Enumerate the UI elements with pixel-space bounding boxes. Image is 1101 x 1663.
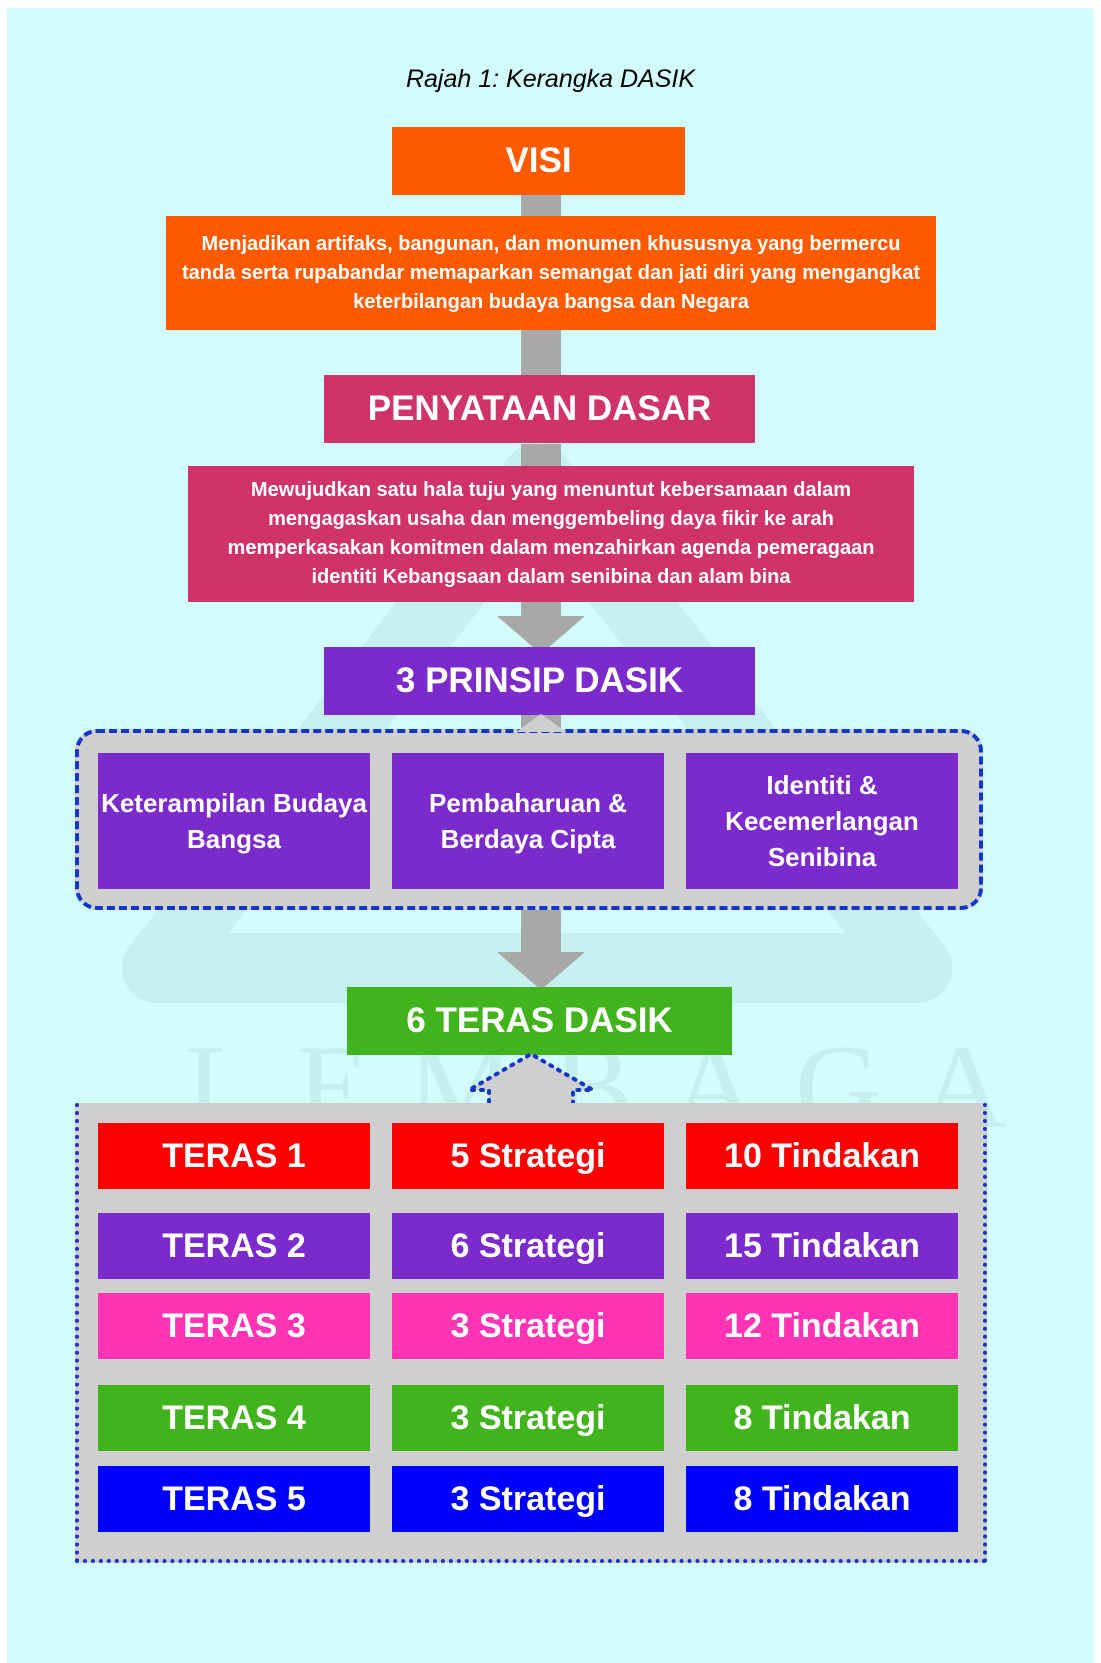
arrow-up-icon xyxy=(516,714,566,732)
visi-title: VISI xyxy=(392,127,685,195)
teras-label: TERAS 5 xyxy=(98,1466,370,1532)
penyataan-title: PENYATAAN DASAR xyxy=(324,375,755,443)
prinsip-item: Keterampilan Budaya Bangsa xyxy=(98,753,370,889)
teras-label: TERAS 4 xyxy=(98,1385,370,1451)
teras-strategi: 3 Strategi xyxy=(392,1293,664,1359)
teras-title: 6 TERAS DASIK xyxy=(347,987,732,1055)
connector-penyataan xyxy=(521,444,561,470)
teras-tindakan: 12 Tindakan xyxy=(686,1293,958,1359)
arrow-down-icon xyxy=(497,600,585,654)
diagram-canvas: LEMBAGA Rajah 1: Kerangka DASIK VISI Men… xyxy=(7,8,1094,1663)
arrow-down-icon xyxy=(497,908,585,990)
teras-label: TERAS 2 xyxy=(98,1213,370,1279)
connector-visi-text xyxy=(521,330,561,378)
figure-caption: Rajah 1: Kerangka DASIK xyxy=(405,65,696,93)
teras-strategi: 5 Strategi xyxy=(392,1123,664,1189)
prinsip-item: Pembaharuan & Berdaya Cipta xyxy=(392,753,664,889)
teras-strategi: 3 Strategi xyxy=(392,1385,664,1451)
teras-label: TERAS 1 xyxy=(98,1123,370,1189)
teras-tindakan: 8 Tindakan xyxy=(686,1385,958,1451)
teras-tindakan: 15 Tindakan xyxy=(686,1213,958,1279)
teras-strategi: 6 Strategi xyxy=(392,1213,664,1279)
prinsip-item: Identiti & Kecemerlangan Senibina xyxy=(686,753,958,889)
prinsip-title: 3 PRINSIP DASIK xyxy=(324,647,755,715)
teras-tindakan: 8 Tindakan xyxy=(686,1466,958,1532)
teras-tindakan: 10 Tindakan xyxy=(686,1123,958,1189)
visi-statement: Menjadikan artifaks, bangunan, dan monum… xyxy=(166,216,936,330)
penyataan-statement: Mewujudkan satu hala tuju yang menuntut … xyxy=(188,466,914,602)
teras-label: TERAS 3 xyxy=(98,1293,370,1359)
teras-strategi: 3 Strategi xyxy=(392,1466,664,1532)
